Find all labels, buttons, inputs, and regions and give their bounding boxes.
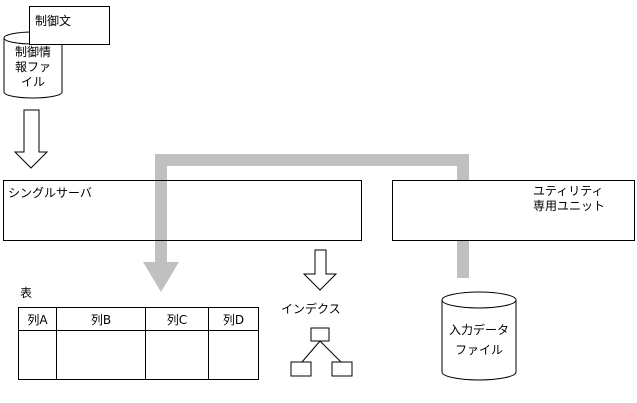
control-info-file-line: 制御情 xyxy=(14,45,51,59)
table-cell xyxy=(208,330,259,380)
input-data-file-cylinder xyxy=(441,291,517,381)
down-arrow-icon xyxy=(13,109,49,169)
utility-unit-box: ユティリティ 専用ユニット xyxy=(392,180,635,241)
data-table: 列A 列B 列C 列D xyxy=(18,307,259,380)
table-header-row: 列A 列B 列C 列D xyxy=(18,307,259,331)
column-header: 列D xyxy=(208,307,259,331)
control-info-file-line: イル xyxy=(20,75,45,89)
column-header: 列A xyxy=(18,307,57,331)
utility-unit-line: ユティリティ xyxy=(533,184,604,198)
input-data-file-label: 入力データ ファイル xyxy=(442,323,516,358)
utility-unit-label: ユティリティ 専用ユニット xyxy=(533,184,605,214)
index-label: インデクス xyxy=(281,302,341,316)
table-cell xyxy=(145,330,209,380)
table-row xyxy=(18,330,259,380)
control-info-file-label: 制御情 報ファ イル xyxy=(4,45,62,90)
column-header: 列B xyxy=(56,307,146,331)
single-server-label: シングルサーバ xyxy=(8,186,92,200)
input-data-file-line: 入力データ xyxy=(448,323,509,337)
control-statement-card: 制御文 xyxy=(29,6,110,45)
column-header: 列C xyxy=(145,307,209,331)
index-down-arrow-icon xyxy=(302,249,338,291)
control-info-file-line: 報ファ xyxy=(14,60,51,74)
input-data-file-line: ファイル xyxy=(454,343,503,357)
index-tree-icon xyxy=(290,327,353,377)
control-statement-label: 制御文 xyxy=(35,14,72,28)
utility-unit-line: 専用ユニット xyxy=(533,199,606,213)
table-cell xyxy=(18,330,57,380)
table-cell xyxy=(56,330,146,380)
table-title: 表 xyxy=(20,286,33,300)
single-server-box: シングルサーバ xyxy=(3,180,362,241)
